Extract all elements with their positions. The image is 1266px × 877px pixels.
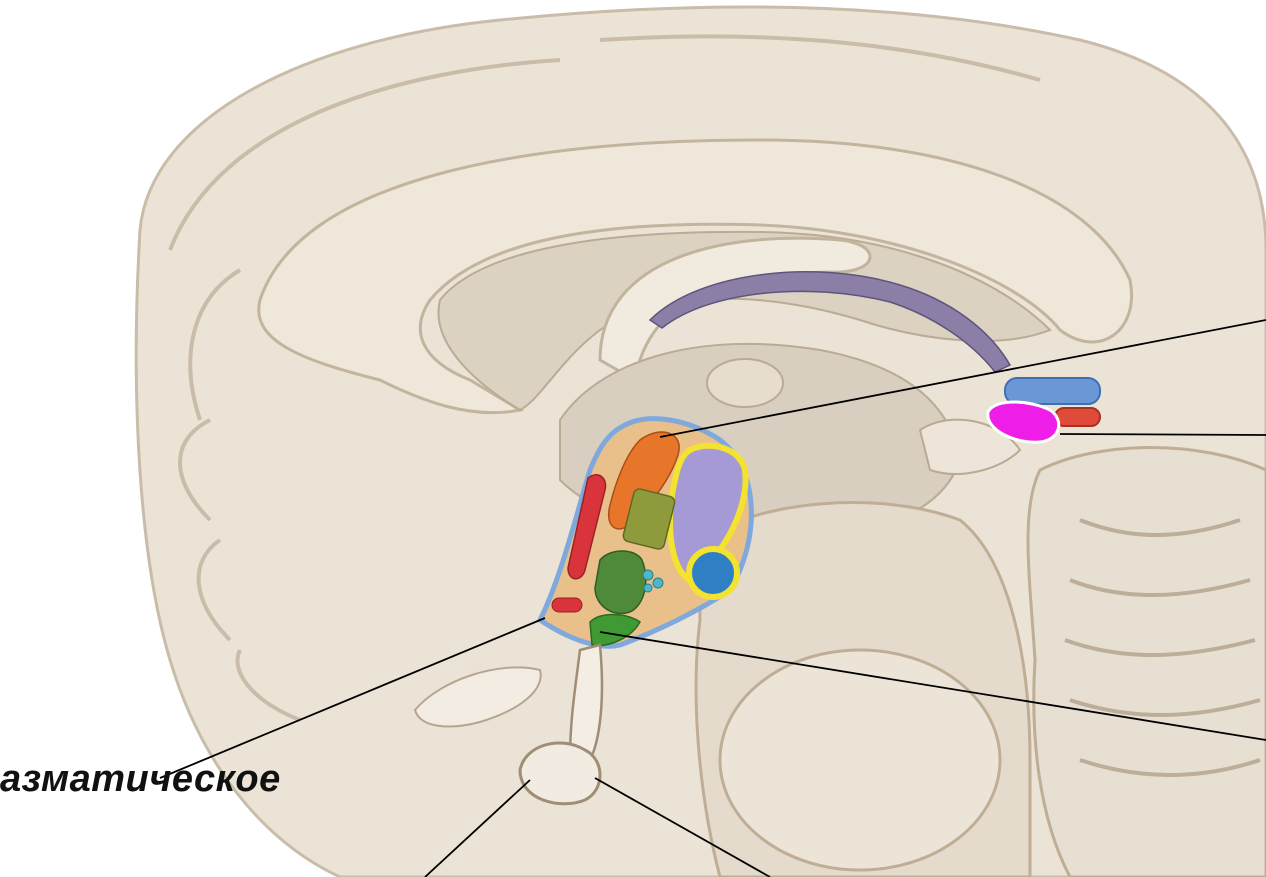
leader-line-2	[1060, 434, 1266, 435]
interthalamic-adhesion	[707, 359, 783, 407]
cerebellum	[1028, 448, 1266, 877]
label-cut-text: азматическое	[0, 758, 281, 801]
nucleus-dot-3	[644, 584, 652, 592]
nucleus-blue	[689, 549, 737, 597]
vessel-red	[1055, 408, 1100, 426]
nucleus-green-large	[595, 551, 646, 613]
nucleus-dot-2	[653, 578, 663, 588]
pituitary-gland	[520, 743, 600, 804]
nucleus-dot-1	[643, 570, 653, 580]
vessel-blue	[1005, 378, 1100, 404]
pons	[720, 650, 1000, 870]
nucleus-red-small	[552, 598, 582, 612]
